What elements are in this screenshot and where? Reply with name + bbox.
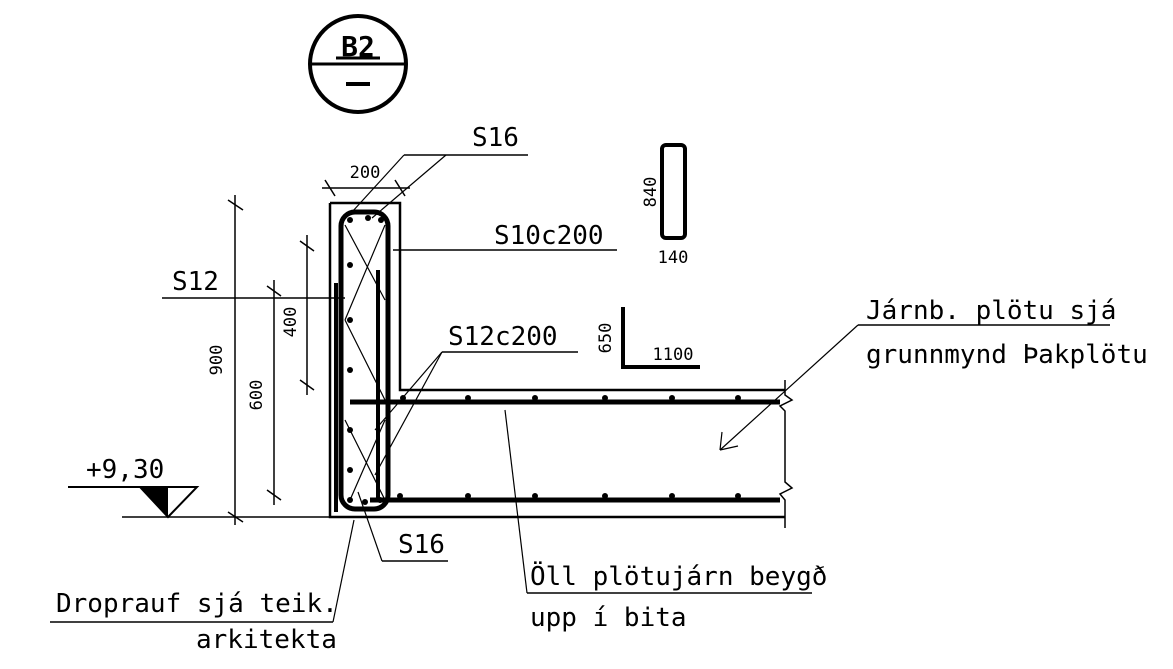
s12-text: S12 — [172, 267, 219, 297]
s16-top-text: S16 — [472, 123, 519, 153]
section-marker: B2 — [308, 14, 408, 114]
dim-140-label: 140 — [658, 248, 689, 268]
s10c200-text: S10c200 — [494, 221, 604, 251]
label-s16-top: S16 — [351, 123, 528, 219]
s12c200-text: S12c200 — [448, 322, 558, 352]
stirrup-shape: 840 140 — [641, 143, 689, 268]
s16-bottom-text: S16 — [398, 530, 445, 560]
level-marker: +9,30 — [68, 455, 330, 519]
dim-1100-label: 1100 — [653, 345, 694, 365]
label-s12c200: S12c200 — [374, 322, 578, 476]
dim-400-label: 400 — [281, 307, 301, 338]
l-bar-shape: 650 1100 — [596, 307, 700, 369]
dim-650-label: 650 — [596, 323, 616, 354]
label-s16-bottom: S16 — [357, 491, 448, 562]
dim-840-label: 840 — [641, 177, 661, 208]
dim-900: 900 — [207, 195, 244, 525]
label-bend-note: Öll plötujárn beygð upp í bita — [504, 409, 827, 633]
dim-900-label: 900 — [207, 345, 227, 376]
slab-note-line2: grunnmynd Þakplötu — [866, 340, 1148, 370]
bend-note-line2: upp í bita — [530, 603, 687, 633]
dim-200: 200 — [350, 163, 381, 183]
drip-line1: Droprauf sjá teik. — [56, 589, 338, 619]
bend-note-line1: Öll plötujárn beygð — [530, 560, 827, 592]
rebar-cage — [334, 209, 391, 512]
level-text: +9,30 — [86, 455, 164, 485]
dim-600: 600 — [247, 280, 282, 505]
dim-400: 400 — [281, 235, 315, 395]
dim-width: 200 — [322, 163, 410, 197]
label-drip: Droprauf sjá teik. arkitekta — [50, 519, 355, 655]
label-s10c200: S10c200 — [393, 221, 617, 251]
dim-600-label: 600 — [247, 380, 267, 411]
concrete-outline — [328, 201, 794, 528]
slab-rebar — [350, 395, 780, 503]
label-slab-rebar: Járnb. plötu sjá grunnmynd Þakplötu — [719, 296, 1148, 451]
drip-line2: arkitekta — [196, 625, 337, 655]
label-s12: S12 — [162, 267, 345, 299]
slab-note-line1: Járnb. plötu sjá — [866, 296, 1116, 326]
bar-dots — [347, 215, 384, 505]
